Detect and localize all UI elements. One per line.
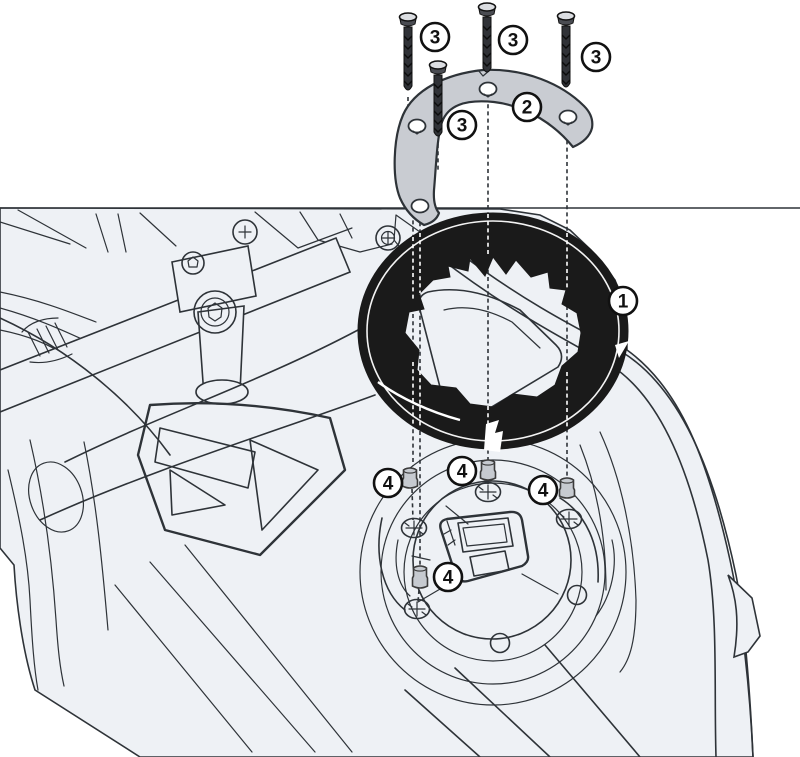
bracket-holes bbox=[407, 81, 578, 214]
callout-number: 4 bbox=[538, 481, 549, 502]
triple-clamp-screw bbox=[375, 225, 401, 251]
callout-number: 4 bbox=[383, 474, 394, 495]
callout-circle bbox=[511, 91, 543, 123]
callout-number: 3 bbox=[591, 48, 602, 69]
cap-left-wing bbox=[378, 517, 406, 611]
callout-circle bbox=[580, 41, 612, 73]
callout-number: 4 bbox=[443, 568, 454, 589]
ring-side-notch bbox=[615, 341, 629, 358]
tanklock-ring bbox=[357, 212, 629, 452]
callout-flange-bracket-2: 2 bbox=[511, 91, 543, 123]
spacer-bushings bbox=[401, 459, 576, 589]
spacer-bushing bbox=[411, 565, 429, 589]
cap-screw-recesses bbox=[400, 481, 583, 620]
mounting-screw bbox=[428, 60, 448, 137]
tank-flap bbox=[727, 574, 761, 659]
callout-circle bbox=[497, 24, 529, 56]
callout-mounting-screw-3: 3 bbox=[580, 41, 612, 73]
left-flank-lines bbox=[7, 439, 353, 753]
callout-spacer-bushing-4: 4 bbox=[432, 561, 464, 593]
bracket-hole bbox=[558, 109, 578, 125]
callout-circle bbox=[432, 561, 464, 593]
callout-number: 2 bbox=[522, 98, 533, 119]
cap-drain-hole bbox=[489, 632, 511, 654]
callout-mounting-screw-3: 3 bbox=[446, 109, 478, 141]
callout-mounting-screw-3: 3 bbox=[419, 21, 451, 53]
flange-bracket bbox=[393, 68, 594, 227]
callout-circle bbox=[372, 467, 404, 499]
callout-circle bbox=[607, 285, 639, 317]
callout-number: 3 bbox=[457, 116, 468, 137]
handlebar bbox=[0, 219, 401, 413]
cap-key-cover bbox=[439, 510, 530, 583]
cap-screw-recess bbox=[555, 508, 583, 530]
cap-screw-recess bbox=[403, 598, 431, 620]
mounting-screw bbox=[477, 2, 497, 73]
callout-bubbles: 3 3 3 3 2 1 4 4 4 4 bbox=[372, 21, 639, 593]
callout-circle bbox=[446, 109, 478, 141]
bracket-body bbox=[393, 68, 594, 227]
clamp-screw-small bbox=[181, 251, 205, 275]
callout-circle bbox=[419, 21, 451, 53]
ring-split-line bbox=[377, 381, 461, 422]
callout-number: 3 bbox=[430, 28, 441, 49]
tank-right-edge bbox=[439, 246, 761, 757]
callout-spacer-bushing-4: 4 bbox=[527, 474, 559, 506]
callout-number: 4 bbox=[457, 462, 468, 483]
clamp-screw-large bbox=[193, 290, 237, 334]
cap-right-wing bbox=[559, 497, 599, 583]
callout-spacer-bushing-4: 4 bbox=[446, 455, 478, 487]
tank-grip-pad bbox=[136, 402, 347, 557]
cap-outer-flange bbox=[380, 459, 606, 685]
tank-console-lines bbox=[0, 317, 376, 521]
spacer-bushing bbox=[479, 459, 497, 481]
cap-drain-hole bbox=[566, 584, 588, 606]
guides-over-ring bbox=[412, 214, 568, 446]
mounting-screw bbox=[556, 11, 576, 88]
callout-circle bbox=[527, 474, 559, 506]
callout-tanklock-ring-1: 1 bbox=[607, 285, 639, 317]
callout-number: 3 bbox=[508, 31, 519, 52]
spacer-bushing bbox=[558, 477, 576, 499]
mounting-screw bbox=[398, 12, 418, 91]
bracket-hole bbox=[410, 198, 430, 214]
bar-clamp-top bbox=[171, 245, 257, 313]
cap-screw-recess bbox=[400, 517, 428, 539]
spacer-bushing bbox=[401, 467, 419, 489]
callout-number: 1 bbox=[618, 292, 629, 313]
bracket-hole bbox=[407, 118, 427, 134]
bracket-hole bbox=[478, 81, 498, 97]
callout-spacer-bushing-4: 4 bbox=[372, 467, 404, 499]
callout-circle bbox=[446, 455, 478, 487]
callout-mounting-screw-3: 3 bbox=[497, 24, 529, 56]
dash-screw bbox=[232, 219, 258, 245]
mounting-screws bbox=[398, 2, 576, 137]
